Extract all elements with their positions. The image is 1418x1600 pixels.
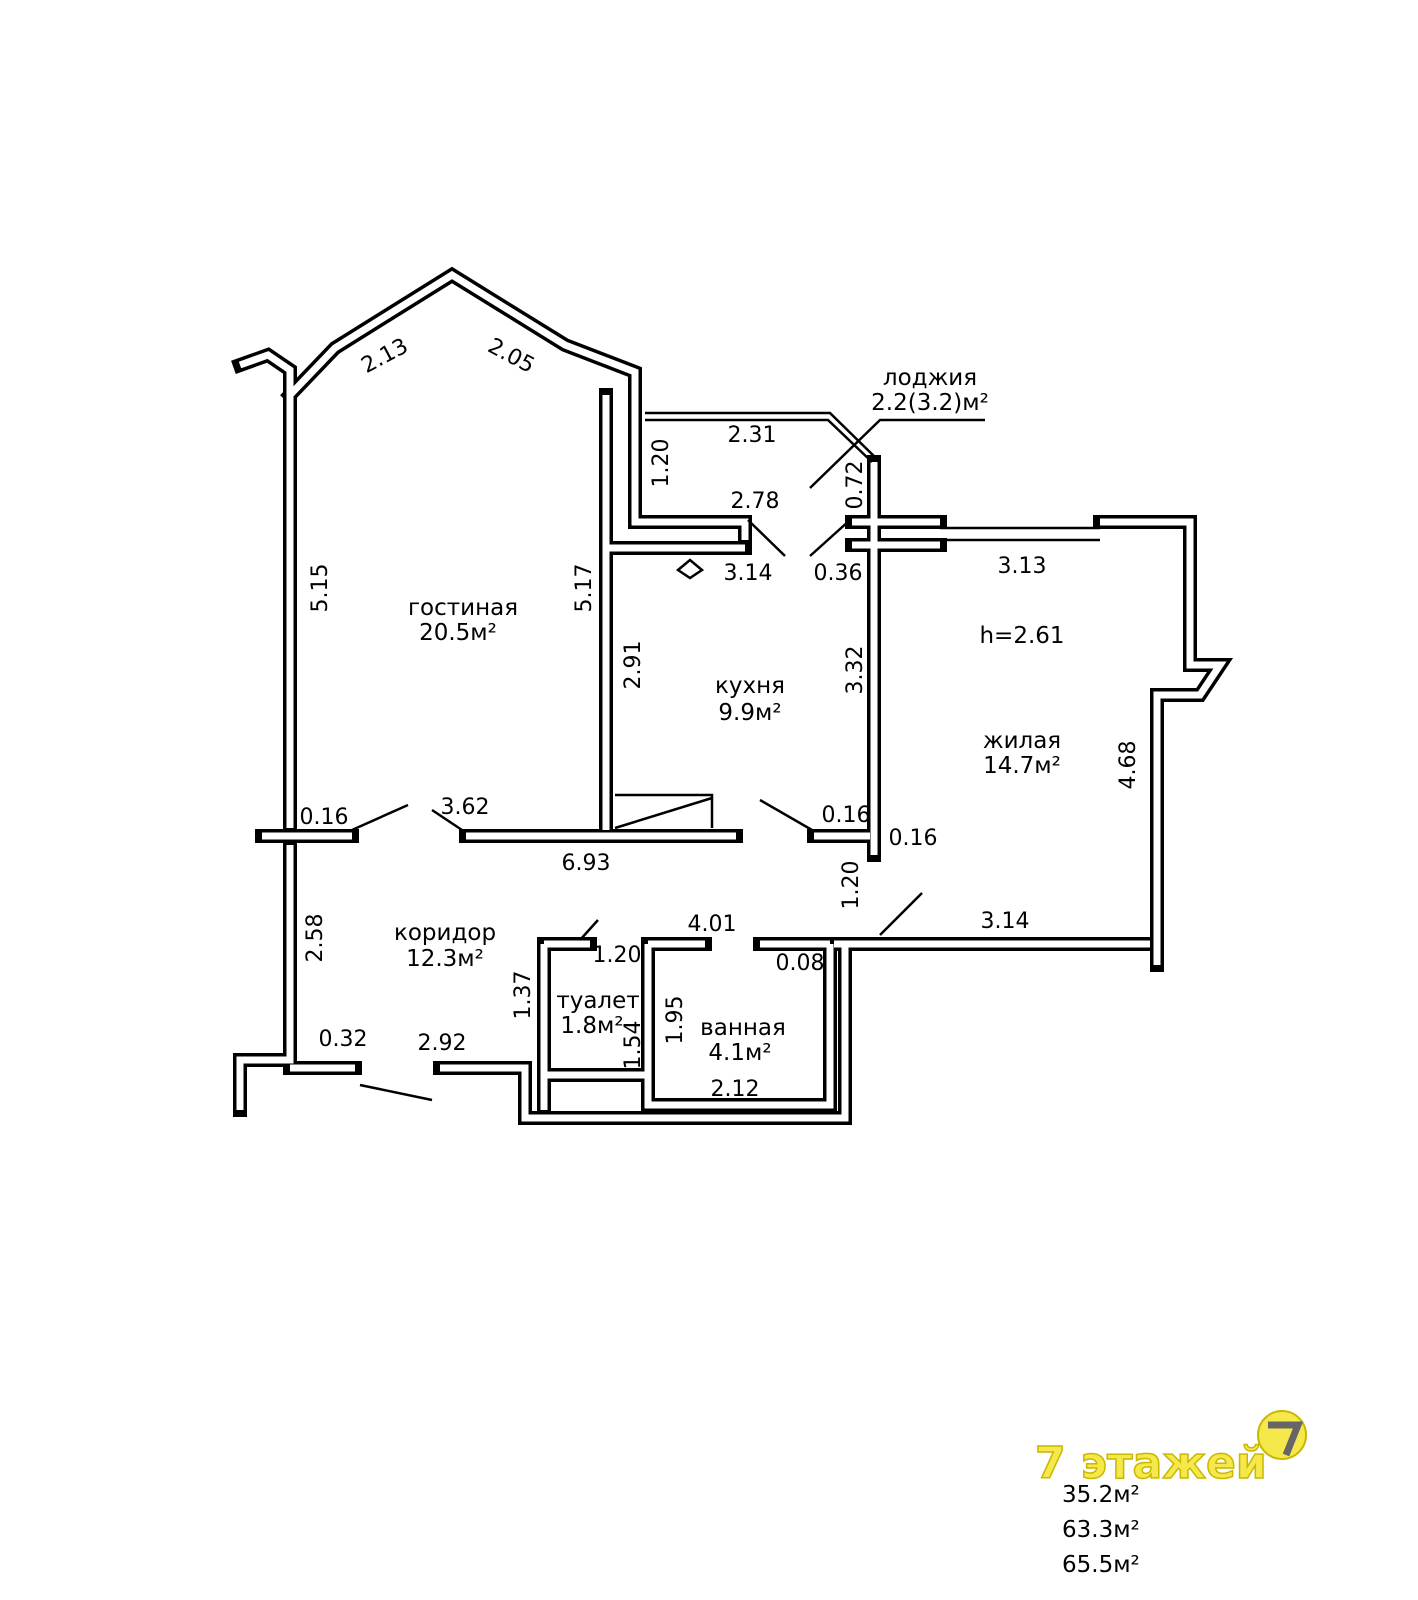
dimension: 0.16 [889,826,938,851]
ceiling-height: h=2.61 [979,623,1064,649]
kitchen-stove [614,793,714,830]
room-area: 20.5м² [419,620,497,646]
total-area-with-loggia: 65.5м² [1062,1552,1140,1578]
dimension: 6.93 [562,851,611,876]
dimension: 3.32 [843,646,868,695]
dimension: 2.92 [418,1031,467,1056]
dimension: 4.01 [688,912,737,937]
wall-inner-line [540,940,834,1110]
dimension: 0.32 [319,1027,368,1052]
logo-icon [1257,1410,1307,1460]
dimension: 0.72 [843,461,868,510]
room-area: 4.1м² [708,1040,771,1066]
dimension: 5.15 [308,564,333,613]
dimension: 2.05 [484,334,539,379]
watermark: 7 этажей [1034,1410,1307,1490]
dimension: 1.20 [839,861,864,910]
dimension: 0.16 [300,805,349,830]
room-name: коридор [394,920,496,946]
totals: 35.2м² 63.3м² 65.5м² [1062,1482,1140,1578]
dimension: 2.13 [357,334,412,379]
dimension: 4.68 [1116,741,1141,790]
loggia-railing [645,411,879,463]
walls [231,266,1234,1125]
room-area: 12.3м² [406,946,484,972]
loggia-leader [809,418,985,489]
dimension: 0.08 [776,951,825,976]
dimension: 1.95 [663,996,688,1045]
room-area: 9.9м² [718,700,781,726]
dimension: 1.54 [621,1021,646,1070]
dimension: 0.36 [814,561,863,586]
total-living-area: 35.2м² [1062,1482,1140,1508]
room-labels: гостиная 20.5м² кухня 9.9м² жилая 14.7м²… [394,365,1065,1066]
dimension: 1.20 [593,943,642,968]
room-area: 1.8м² [560,1013,623,1039]
wall-inner-line [440,940,1150,1122]
dimension: 5.17 [572,564,597,613]
room-name: жилая [983,728,1061,754]
wall-inner-line [238,351,294,828]
dimension: 3.62 [441,795,490,820]
dimension: 2.78 [731,489,780,514]
doors [351,519,923,1102]
total-area: 63.3м² [1062,1517,1140,1543]
vent-icon [675,558,705,580]
wall-inner-line [1100,518,1227,965]
logo-seven-icon [1268,1421,1304,1457]
dimension: 1.20 [649,439,674,488]
dimension: 0.16 [822,803,871,828]
room-name: гостиная [408,595,518,621]
dimension: 3.14 [724,561,773,586]
dimension: 2.12 [711,1077,760,1102]
room-name: ванная [700,1015,786,1041]
watermark-text: 7 этажей [1035,1438,1267,1489]
window-bedroom [940,526,1100,542]
dimension: 2.58 [303,914,328,963]
room-area: 2.2(3.2)м² [871,390,989,416]
dimension: 3.14 [981,909,1030,934]
room-area: 14.7м² [983,753,1061,779]
room-name: кухня [715,673,785,699]
dimension: 3.13 [998,554,1047,579]
details [351,411,1100,1102]
dimensions: 2.13 2.05 5.15 5.17 2.31 1.20 0.72 2.78 … [300,334,1141,1102]
wall-inner-line [287,270,749,540]
dimension: 2.91 [621,641,646,690]
dimension: 1.37 [511,971,536,1020]
dimension: 2.31 [728,423,777,448]
wall-inner-line [236,845,355,1110]
wall-inner-line [852,518,940,549]
room-name: лоджия [883,365,977,391]
wall-left-gable [231,347,297,835]
room-name: туалет [556,988,639,1014]
